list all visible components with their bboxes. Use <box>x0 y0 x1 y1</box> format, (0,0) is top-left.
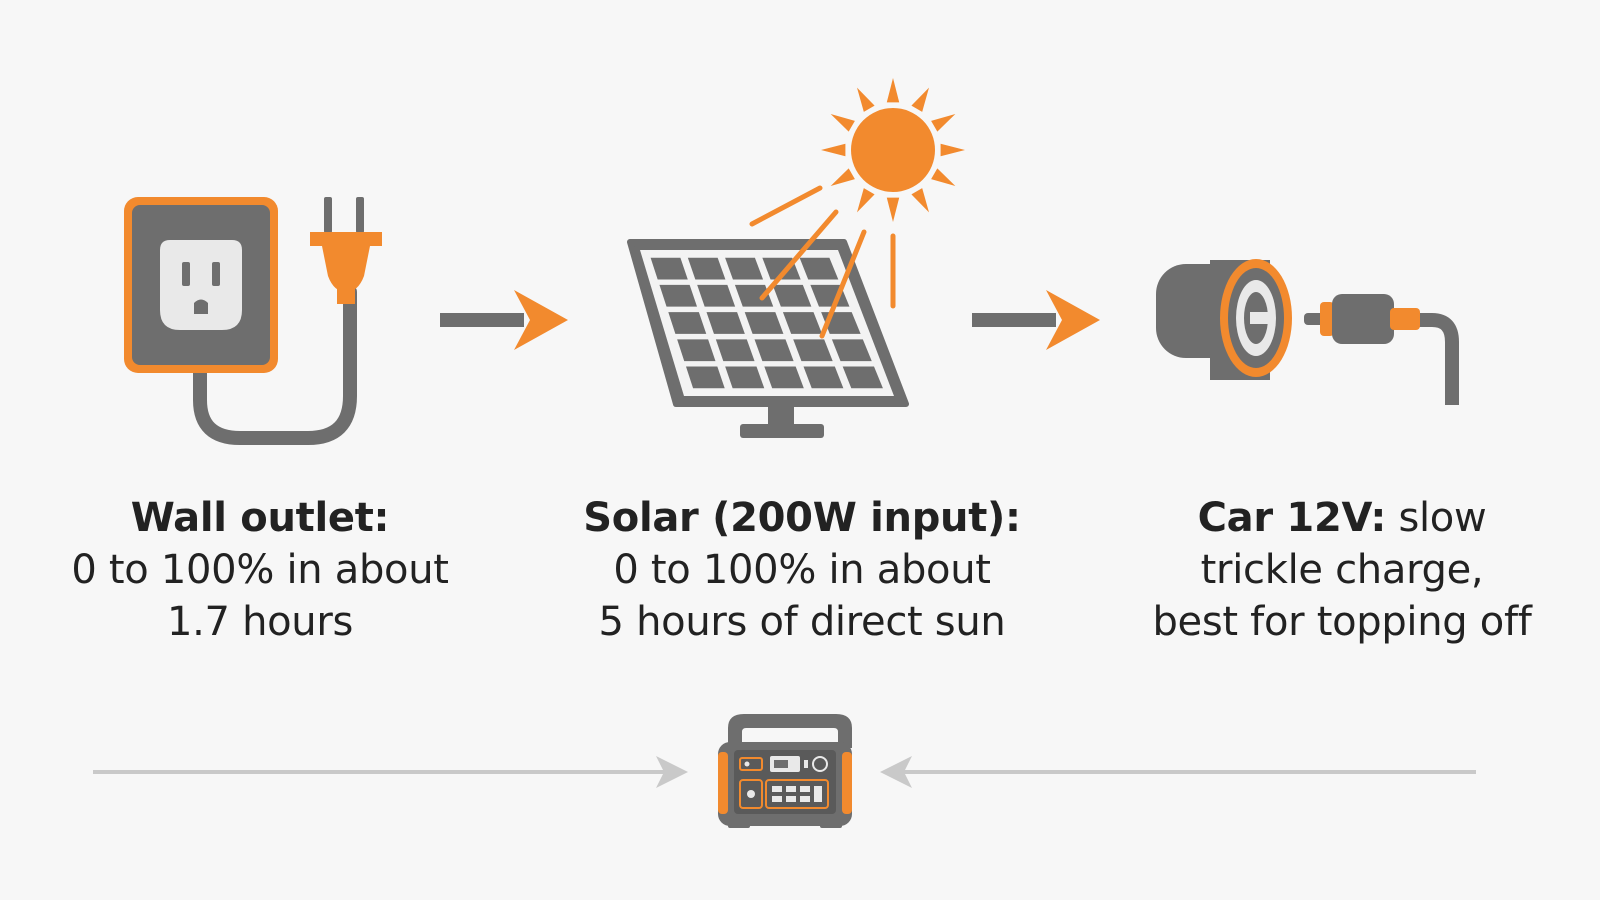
solar-cell <box>715 339 755 362</box>
solar-detail-line-2: 5 hours of direct sun <box>598 599 1006 645</box>
sun-ray <box>911 188 929 213</box>
solar-cell <box>803 366 844 389</box>
car-12v-caption: Car 12V: slow trickle charge, best for t… <box>1112 492 1572 648</box>
solar-cell <box>734 284 774 307</box>
solar-cell <box>744 312 784 334</box>
solar-detail-line-1: 0 to 100% in about <box>613 547 991 593</box>
solar-cell <box>831 339 872 362</box>
solar-cells <box>650 257 883 389</box>
solar-cell <box>725 257 764 280</box>
portable-power-station-icon <box>0 0 852 828</box>
solar-cell <box>764 366 804 389</box>
solar-title: Solar (200W input): <box>583 495 1021 541</box>
car-12v-title-rest: slow <box>1386 495 1487 541</box>
solar-cell <box>659 284 698 307</box>
wall-outlet-title: Wall outlet: <box>130 495 390 541</box>
sun-ray <box>886 197 900 222</box>
wall-outlet-caption: Wall outlet: 0 to 100% in about 1.7 hour… <box>30 492 490 648</box>
solar-cell <box>677 339 716 362</box>
sun-ray <box>857 87 875 112</box>
solar-caption: Solar (200W input): 0 to 100% in about 5… <box>572 492 1032 648</box>
solar-cell <box>725 366 765 389</box>
solar-cell <box>687 257 726 280</box>
sun-ray <box>940 143 965 157</box>
solar-cell <box>706 312 745 334</box>
sun-ray <box>857 188 875 213</box>
solar-cell <box>782 312 823 334</box>
sun-ray <box>931 114 956 132</box>
flow-arrow-right <box>0 0 568 350</box>
wall-outlet-detail-line-2: 1.7 hours <box>166 599 354 645</box>
solar-cell <box>650 257 688 280</box>
car-12v-charger-icon <box>0 0 1459 405</box>
solar-panel-sun-icon <box>0 0 965 438</box>
solar-cell <box>668 312 707 334</box>
solar-cell <box>793 339 833 362</box>
sun-ray <box>821 143 846 157</box>
sun-rays <box>821 78 965 222</box>
solar-cell <box>842 366 883 389</box>
guide-arrow-right-to-center <box>0 0 1476 788</box>
car-12v-detail-line-1: trickle charge, <box>1200 547 1484 593</box>
sun-ray <box>830 168 855 186</box>
solar-cell <box>697 284 736 307</box>
wall-outlet-plug-icon <box>0 0 382 445</box>
sun-ray <box>886 78 900 103</box>
sun-ray <box>830 114 855 132</box>
car-12v-detail-line-2: best for topping off <box>1152 599 1532 645</box>
flow-arrow-right <box>0 0 1100 350</box>
sun-ray <box>911 87 929 112</box>
car-12v-title: Car 12V: <box>1197 495 1387 541</box>
wall-outlet-detail-line-1: 0 to 100% in about <box>71 547 449 593</box>
guide-arrow-left-to-center <box>0 0 688 788</box>
solar-cell <box>772 284 812 307</box>
solar-cell <box>799 257 839 280</box>
solar-cell <box>685 366 725 389</box>
sun-ray <box>931 168 956 186</box>
solar-cell <box>754 339 794 362</box>
